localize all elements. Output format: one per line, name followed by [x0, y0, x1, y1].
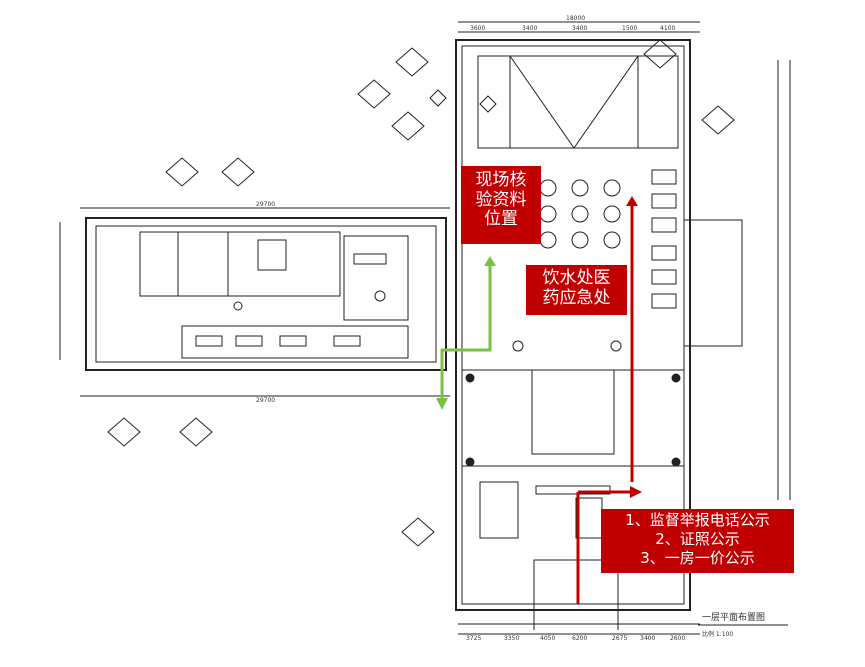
- svg-text:3400: 3400: [640, 635, 655, 642]
- svg-text:3600: 3600: [470, 25, 485, 32]
- svg-text:4100: 4100: [660, 25, 675, 32]
- callout-inspection-documents: 现场核 验资料 位置: [461, 166, 541, 244]
- callout-line: 现场核: [475, 170, 527, 190]
- svg-text:4050: 4050: [540, 635, 555, 642]
- svg-text:3725: 3725: [466, 635, 481, 642]
- svg-text:29700: 29700: [256, 397, 275, 404]
- plan-scale: 比例 1:100: [702, 630, 733, 638]
- callout-public-notices: 1、监督举报电话公示 2、证照公示 3、一房一价公示: [601, 509, 794, 573]
- callout-line: 2、证照公示: [655, 529, 740, 548]
- plan-title: 一层平面布置图: [702, 611, 765, 623]
- svg-text:2600: 2600: [670, 635, 685, 642]
- callout-line: 3、一房一价公示: [640, 548, 755, 567]
- svg-text:2675: 2675: [612, 635, 627, 642]
- svg-text:3400: 3400: [522, 25, 537, 32]
- svg-text:1500: 1500: [622, 25, 637, 32]
- svg-text:6200: 6200: [572, 635, 587, 642]
- svg-text:18000: 18000: [566, 15, 585, 22]
- callout-water-first-aid: 饮水处医 药应急处: [526, 265, 627, 315]
- callout-line: 验资料: [475, 189, 527, 210]
- callout-line: 饮水处医: [542, 268, 611, 288]
- svg-text:3400: 3400: [572, 25, 587, 32]
- svg-text:3350: 3350: [504, 635, 519, 642]
- callout-line: 药应急处: [542, 287, 611, 308]
- callout-line: 1、监督举报电话公示: [625, 511, 770, 529]
- svg-text:29700: 29700: [256, 201, 275, 208]
- callout-line: 位置: [484, 209, 518, 230]
